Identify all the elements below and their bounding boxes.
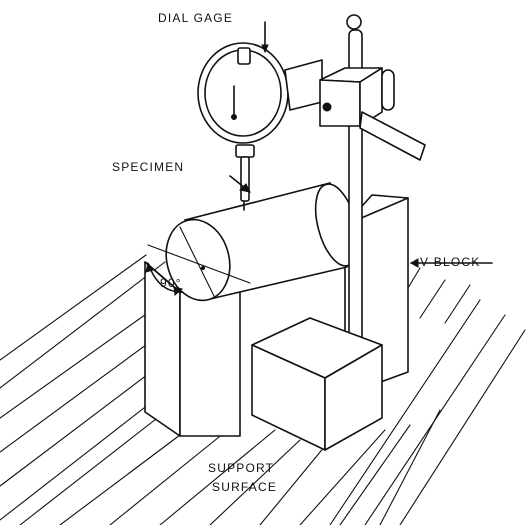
dial-gage-plunger (235, 144, 255, 211)
stand-clamp (319, 67, 426, 161)
specimen-label: SPECIMEN (112, 160, 184, 174)
dial-gage (197, 42, 323, 144)
support-surface-label-line2: SURFACE (212, 480, 277, 494)
specimen-end-face (165, 218, 231, 302)
specimen-cylinder (147, 182, 360, 302)
v-block-label: V-BLOCK (420, 255, 480, 269)
v-block-front-face (179, 291, 241, 437)
stand-rod (346, 14, 363, 351)
support-surface-label-line1: SUPPORT (208, 461, 274, 475)
angle-label: 90° (160, 276, 182, 290)
label-leaders (229, 21, 493, 268)
dial-gage-label: DIAL GAGE (158, 11, 233, 25)
stand-base (251, 317, 383, 451)
